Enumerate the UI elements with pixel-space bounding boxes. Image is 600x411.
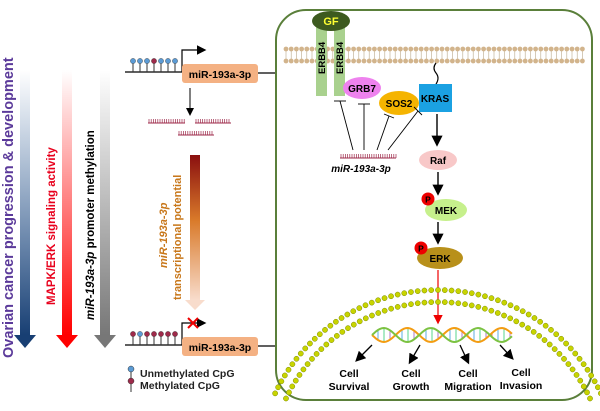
cpg-site (151, 331, 157, 345)
mirna-label: miR-193a-3p (331, 164, 390, 175)
top-promoter (125, 45, 275, 74)
cpg-site (158, 58, 164, 72)
blocked-transcription-x-icon (187, 317, 199, 329)
outcome-cell-migration: Cell Migration (444, 368, 491, 393)
top-gene-label: miR-193a-3p (189, 69, 251, 81)
dna-helix (371, 326, 513, 344)
cancer-progression-arrow (14, 70, 36, 348)
cpg-site (151, 58, 157, 72)
grb7-label: GRB7 (348, 84, 376, 95)
transcription-label-line2: transcriptional potential (172, 175, 184, 300)
erk-phospho (414, 241, 428, 255)
transcription-label-line1: miR-193a-3p (158, 202, 170, 268)
legend-unmethylated-label: Unmethylated CpG (140, 368, 235, 380)
cpg-site (130, 331, 136, 345)
cpg-site (130, 58, 136, 72)
cpg-site (172, 331, 178, 345)
erbb4-receptor-a: ERBB4 (316, 26, 328, 96)
outcome-cell-invasion: Cell Invasion (500, 367, 543, 392)
erk-phospho-label: P (418, 244, 424, 254)
cell-boundary (275, 9, 593, 401)
mirna-strand (178, 131, 214, 136)
sos2-label: SOS2 (386, 99, 413, 110)
methylation-arrow (94, 70, 116, 348)
methylation-label-italic: miR-193a-3p (85, 252, 97, 320)
erk-label: ERK (429, 254, 451, 265)
mek-phospho-label: P (425, 195, 431, 205)
raf-label: Raf (430, 156, 447, 167)
outcome-line2: Migration (444, 381, 491, 393)
legend-methylated-label: Methylated CpG (140, 380, 220, 392)
mirna-inhibition-lines (334, 100, 423, 151)
gf-label: GF (323, 16, 339, 28)
cpg-site (165, 58, 171, 72)
bottom-gene-box (182, 337, 258, 356)
outcome-line1: Cell (458, 368, 477, 380)
transcriptional-potential-arrow (185, 155, 205, 310)
grb7-node (343, 77, 381, 99)
mapk-activity-label: MAPK/ERK signaling activity (46, 147, 58, 305)
mek-label: MEK (435, 206, 458, 217)
kras-label: KRAS (421, 94, 450, 105)
outcome-cell-growth: Cell Growth (393, 368, 430, 393)
erbb4-label-a: ERBB4 (317, 41, 328, 74)
mirna-strand (340, 154, 397, 159)
mirna-strand (148, 119, 185, 124)
mirna-strand (195, 119, 231, 124)
outcome-line2: Growth (393, 381, 430, 393)
mek-phospho (421, 192, 435, 206)
cpg-site (144, 331, 150, 345)
outcome-line2: Survival (329, 381, 370, 393)
erk-node (417, 247, 463, 269)
legend-methylated: Methylated CpG (127, 377, 220, 392)
outcome-arrows (355, 344, 514, 365)
kras-anchor (433, 62, 439, 85)
outcome-line1: Cell (339, 368, 358, 380)
erbb4-receptor-b: ERBB4 (334, 26, 346, 96)
cpg-site (137, 331, 143, 345)
cpg-site (172, 58, 178, 72)
bottom-promoter (125, 318, 275, 347)
sos2-node (379, 91, 419, 115)
mirna-molecule (340, 154, 397, 159)
top-gene-box (182, 64, 258, 83)
outcome-line2: Invasion (500, 380, 543, 392)
erbb4-label-b: ERBB4 (335, 41, 346, 74)
plasma-membrane (283, 46, 585, 64)
gf-ligand (312, 11, 350, 31)
outcome-line1: Cell (511, 367, 530, 379)
cpg-site (137, 58, 143, 72)
mapk-activity-arrow (56, 70, 78, 348)
methylation-label-rest: promoter methylation (85, 130, 97, 251)
cpg-site (165, 331, 171, 345)
outcome-line1: Cell (401, 368, 420, 380)
cpg-site (144, 58, 150, 72)
outcome-cell-survival: Cell Survival (329, 368, 370, 393)
mek-node (425, 199, 467, 221)
kras-node (419, 84, 452, 112)
bottom-gene-label: miR-193a-3p (189, 342, 251, 354)
methylation-label: miR-193a-3p promoter methylation (85, 130, 97, 320)
cancer-progression-label: Ovarian cancer progression & development (1, 57, 17, 358)
legend-unmethylated: Unmethylated CpG (127, 365, 235, 380)
nuclear-membrane (272, 287, 600, 402)
mirna-transcripts (148, 119, 231, 136)
raf-node (419, 150, 457, 170)
cpg-site (158, 331, 164, 345)
